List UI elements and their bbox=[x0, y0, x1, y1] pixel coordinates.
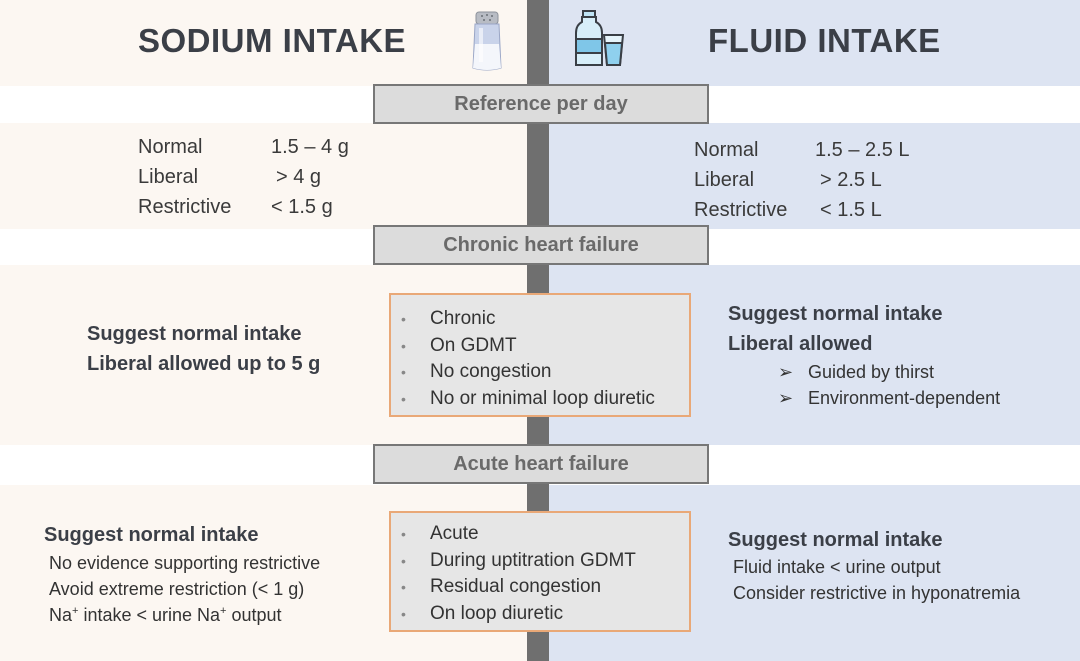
criteria-item: On GDMT bbox=[391, 333, 689, 360]
sodium-chronic-recommendation: Liberal allowed up to 5 g bbox=[87, 353, 321, 375]
sodium-reference-row: Liberal > 4 g bbox=[138, 162, 321, 192]
fluid-reference-row: Restrictive < 1.5 L bbox=[694, 195, 882, 225]
chronic-heart-failure-bar: Chronic heart failure bbox=[373, 225, 709, 265]
sodium-acute-line: Avoid extreme restriction (< 1 g) bbox=[49, 579, 305, 599]
acute-heart-failure-bar: Acute heart failure bbox=[373, 444, 709, 484]
sodium-chronic-recommendation: Suggest normal intake bbox=[87, 323, 302, 345]
fluid-ref-label: Normal bbox=[694, 139, 759, 161]
sodium-ref-value: < 1.5 g bbox=[271, 196, 333, 218]
sodium-ref-label: Restrictive bbox=[138, 196, 232, 218]
fluid-intake-title: FLUID INTAKE bbox=[708, 22, 941, 59]
fluid-chronic-recommendation: Suggest normal intake bbox=[728, 303, 943, 325]
fluid-acute-line: Consider restrictive in hyponatremia bbox=[733, 583, 1021, 603]
fluid-reference-row: Liberal > 2.5 L bbox=[694, 165, 882, 195]
fluid-ref-label: Liberal bbox=[694, 169, 755, 191]
arrow-bullet-icon: ➢ bbox=[778, 388, 794, 408]
fluid-acute-line: Fluid intake < urine output bbox=[733, 557, 941, 577]
arrow-bullet-icon: ➢ bbox=[778, 362, 794, 382]
criteria-item: Acute bbox=[391, 521, 689, 548]
charge-superscript: + bbox=[220, 605, 227, 617]
chronic-criteria-box: Chronic On GDMT No congestion No or mini… bbox=[389, 293, 691, 417]
fluid-reference-panel bbox=[549, 123, 1080, 229]
na-line-text: intake < urine Na bbox=[78, 605, 221, 625]
fluid-acute-heading: Suggest normal intake bbox=[728, 529, 943, 551]
na-line-text: output bbox=[226, 605, 282, 625]
salt-shaker-icon bbox=[472, 11, 502, 71]
sodium-ref-value: > 4 g bbox=[276, 166, 322, 188]
sodium-acute-line: No evidence supporting restrictive bbox=[49, 553, 321, 573]
acute-criteria-box: Acute During uptitration GDMT Residual c… bbox=[389, 511, 691, 632]
sodium-reference-row: Restrictive < 1.5 g bbox=[138, 192, 333, 222]
sodium-intake-title: SODIUM INTAKE bbox=[138, 22, 407, 59]
criteria-item: During uptitration GDMT bbox=[391, 548, 689, 575]
subpoint-text: Guided by thirst bbox=[808, 362, 935, 382]
criteria-item: No congestion bbox=[391, 359, 689, 386]
fluid-header-panel bbox=[549, 0, 1080, 86]
sodium-acute-heading: Suggest normal intake bbox=[44, 524, 259, 546]
subpoint-text: Environment-dependent bbox=[808, 388, 1001, 408]
fluid-ref-value: > 2.5 L bbox=[820, 169, 882, 191]
water-bottle-glass-icon bbox=[575, 10, 625, 66]
sodium-ref-label: Normal bbox=[138, 136, 203, 158]
sodium-reference-row: Normal 1.5 – 4 g bbox=[138, 132, 349, 162]
criteria-item: Chronic bbox=[391, 306, 689, 333]
sodium-header-panel bbox=[0, 0, 527, 86]
sodium-acute-line: Na+ intake < urine Na+ output bbox=[49, 605, 282, 626]
criteria-item: No or minimal loop diuretic bbox=[391, 386, 689, 413]
charge-superscript: + bbox=[72, 605, 79, 617]
fluid-chronic-subpoint: ➢ Environment-dependent bbox=[778, 388, 1000, 409]
fluid-ref-value: 1.5 – 2.5 L bbox=[815, 139, 910, 161]
fluid-ref-label: Restrictive bbox=[694, 199, 788, 221]
na-symbol: Na bbox=[49, 605, 73, 625]
reference-per-day-bar: Reference per day bbox=[373, 84, 709, 124]
criteria-item: Residual congestion bbox=[391, 574, 689, 601]
fluid-ref-value: < 1.5 L bbox=[820, 199, 882, 221]
sodium-ref-label: Liberal bbox=[138, 166, 199, 188]
criteria-item: On loop diuretic bbox=[391, 601, 689, 628]
fluid-chronic-subpoint: ➢ Guided by thirst bbox=[778, 362, 934, 383]
sodium-ref-value: 1.5 – 4 g bbox=[271, 136, 349, 158]
fluid-reference-row: Normal 1.5 – 2.5 L bbox=[694, 135, 910, 165]
fluid-chronic-recommendation: Liberal allowed bbox=[728, 333, 873, 355]
sodium-reference-panel bbox=[0, 123, 527, 229]
